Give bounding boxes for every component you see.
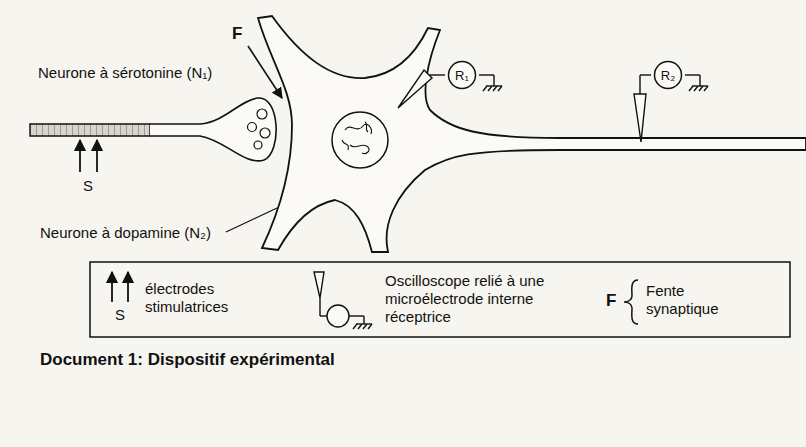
serotonin-terminal	[150, 98, 276, 161]
dopamine-neuron	[258, 16, 806, 252]
oscilloscope-label: R₂	[653, 68, 683, 83]
symbol-letter: F	[606, 291, 616, 311]
symbol-letter: S	[83, 177, 93, 195]
brace	[624, 280, 638, 324]
oscilloscope-circle: R₂	[653, 60, 683, 90]
cleft-pointer	[248, 46, 282, 98]
symbol-letter: F	[232, 24, 242, 44]
serotonin-axon	[30, 124, 150, 136]
leader-line	[226, 208, 277, 232]
neuron-label: Neurone à sérotonine (N₁)	[38, 64, 212, 82]
legend-text: Fente synaptique	[646, 282, 746, 318]
nucleus	[332, 112, 388, 168]
synaptic-vesicles	[248, 109, 271, 149]
figure-caption: Document 1: Dispositif expérimental	[40, 350, 335, 370]
stimulating-electrodes	[80, 140, 97, 172]
legend-text: électrodes stimulatrices	[145, 280, 255, 316]
legend-electrodes-symbol	[112, 272, 128, 302]
symbol-letter: S	[115, 306, 125, 324]
legend-frame	[90, 262, 790, 337]
legend-text: Oscilloscope relié à une microélectrode …	[385, 272, 565, 326]
oscilloscope-label: R₁	[447, 68, 477, 83]
neuron-label: Neurone à dopamine (N₂)	[40, 224, 211, 242]
chromatin	[342, 122, 371, 154]
legend-oscilloscope-symbol	[314, 272, 372, 329]
oscilloscope-circle: R₁	[447, 60, 477, 90]
